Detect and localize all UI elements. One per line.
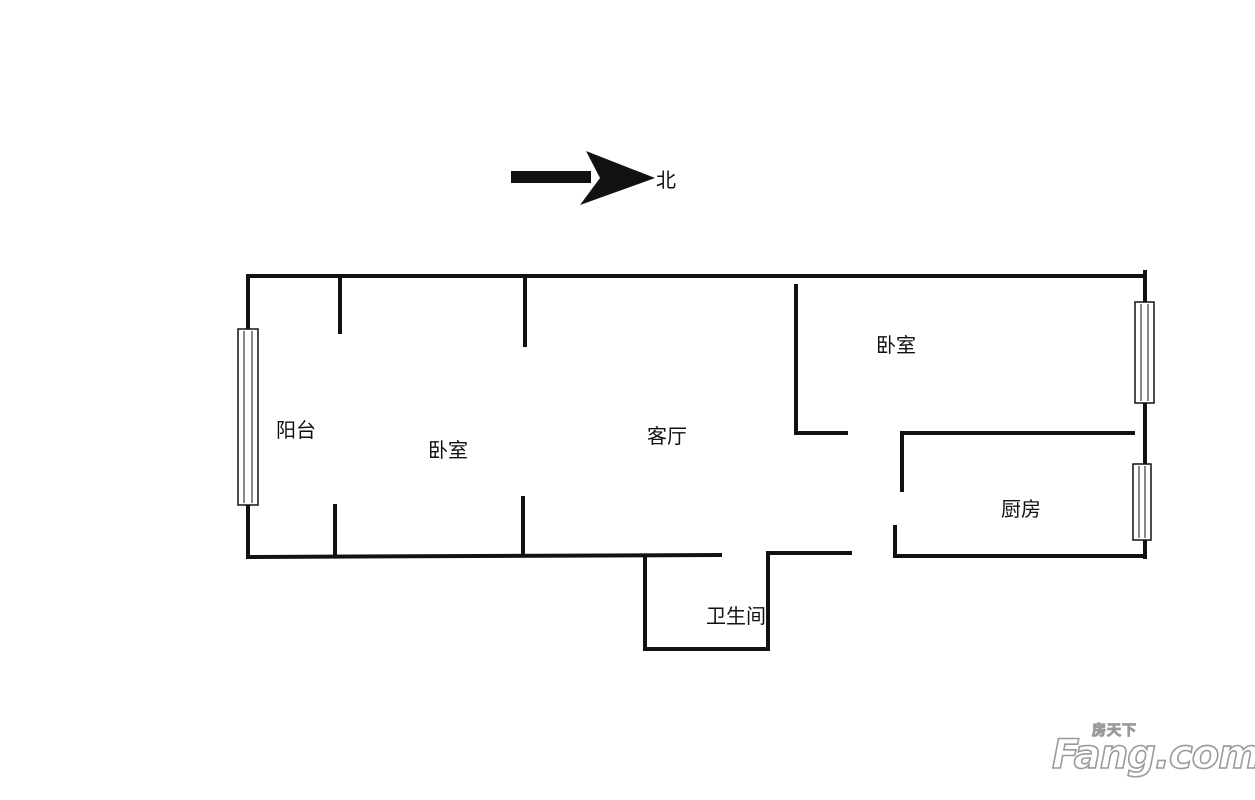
room-label-balcony: 阳台: [276, 418, 316, 442]
window-kitchen: [1132, 463, 1152, 541]
north-arrow-icon: [511, 151, 655, 205]
window-balcony: [237, 328, 259, 506]
north-label: 北: [656, 168, 676, 192]
room-label-living-room: 客厅: [647, 424, 687, 448]
room-label-bedroom-right: 卧室: [876, 333, 916, 357]
window-bedroom-right: [1134, 301, 1155, 404]
fang-watermark-logo: 房天下 Fang.com: [1051, 718, 1255, 786]
room-label-bathroom: 卫生间: [706, 604, 766, 628]
room-label-bedroom-left: 卧室: [428, 438, 468, 462]
bottom-wall-left: [245, 552, 723, 560]
room-label-kitchen: 厨房: [1001, 497, 1041, 521]
watermark-cn-text: 房天下: [1092, 723, 1137, 740]
watermark-en-text: Fang.com: [1051, 731, 1255, 779]
